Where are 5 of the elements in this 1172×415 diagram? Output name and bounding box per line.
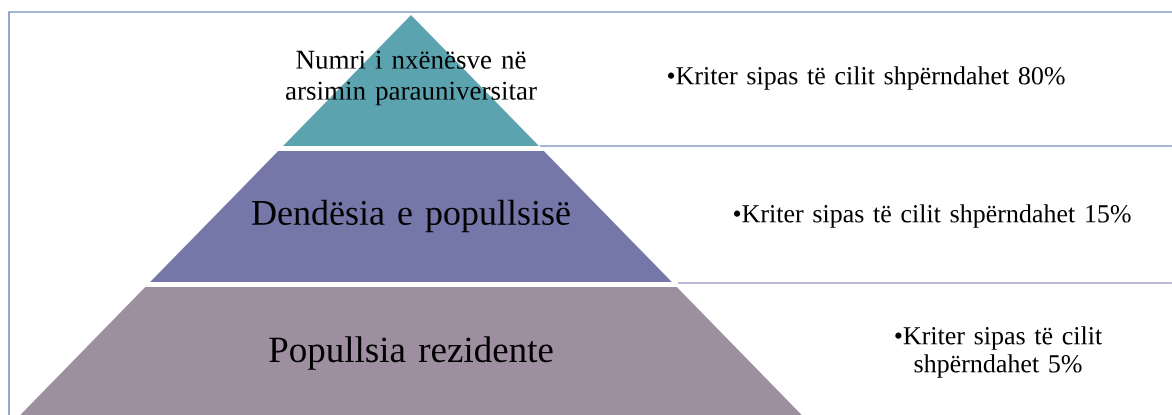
criterion-text: •Kriter sipas të cilit shpërndahet 5% xyxy=(895,326,1103,378)
pyramid-layer: Dendësia e popullsisë xyxy=(150,151,672,282)
criterion-text: •Kriter sipas të cilit shpërndahet 80% xyxy=(667,66,1065,90)
criterion-text: •Kriter sipas të cilit shpërndahet 15% xyxy=(733,204,1131,228)
pyramid-layer: Popullsia rezidente xyxy=(15,287,807,415)
